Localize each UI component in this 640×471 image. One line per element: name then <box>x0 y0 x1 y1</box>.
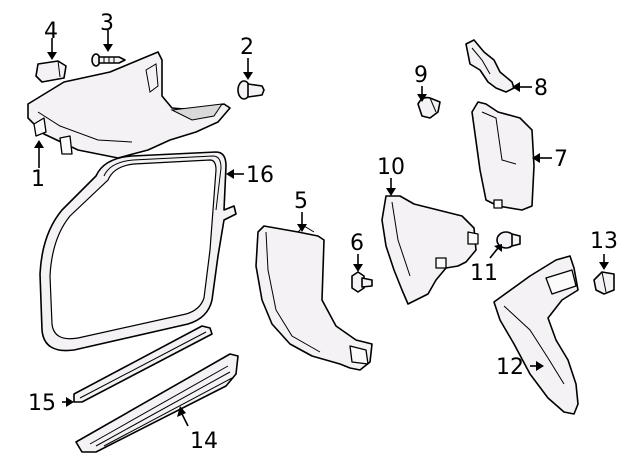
part-16-weatherstrip <box>39 151 237 352</box>
callout-10-label: 10 <box>377 155 405 180</box>
callout-12: 12 <box>496 355 544 380</box>
callout-13-label: 13 <box>590 229 618 254</box>
callout-6: 6 <box>350 231 364 272</box>
callout-8: 8 <box>512 76 548 101</box>
callout-3-label: 3 <box>100 11 114 36</box>
callout-7-label: 7 <box>554 147 568 172</box>
part-13-clip <box>593 271 615 295</box>
part-1-upper-trim-panel <box>27 51 231 159</box>
callout-8-label: 8 <box>534 76 548 101</box>
part-8-bracket <box>465 39 515 93</box>
callout-2-label: 2 <box>240 35 254 60</box>
callout-14: 14 <box>177 406 218 454</box>
part-9-clip <box>417 96 441 119</box>
callout-2: 2 <box>240 35 254 80</box>
callout-5: 5 <box>294 189 308 232</box>
callout-15: 15 <box>28 391 74 416</box>
part-5-lower-trim <box>255 225 373 371</box>
callout-7: 7 <box>532 147 568 172</box>
part-4-cap <box>35 60 67 83</box>
callout-1: 1 <box>31 140 45 192</box>
part-2-push-pin <box>237 80 265 100</box>
callout-16: 16 <box>226 163 274 188</box>
callout-11: 11 <box>470 244 502 286</box>
callout-12-label: 12 <box>496 355 524 380</box>
callout-13: 13 <box>590 229 618 270</box>
part-6-clip <box>351 271 373 293</box>
part-14-scuff-plate <box>75 353 239 453</box>
part-7-pillar-trim <box>471 101 535 211</box>
part-12-lower-trim <box>493 255 579 415</box>
callout-16-label: 16 <box>246 163 274 188</box>
callout-15-label: 15 <box>28 391 56 416</box>
callout-9: 9 <box>414 63 428 102</box>
callout-6-label: 6 <box>350 231 364 256</box>
part-10-cowl-trim <box>381 195 479 305</box>
callout-11-label: 11 <box>470 261 498 286</box>
callout-14-label: 14 <box>190 429 218 454</box>
callout-4-label: 4 <box>44 19 58 44</box>
callout-10: 10 <box>377 155 405 196</box>
part-3-screw <box>91 53 126 67</box>
part-11-push-pin <box>496 231 521 249</box>
callout-9-label: 9 <box>414 63 428 88</box>
callout-1-label: 1 <box>31 167 45 192</box>
callout-4: 4 <box>44 19 58 60</box>
callout-5-label: 5 <box>294 189 308 214</box>
callout-3: 3 <box>100 11 114 52</box>
